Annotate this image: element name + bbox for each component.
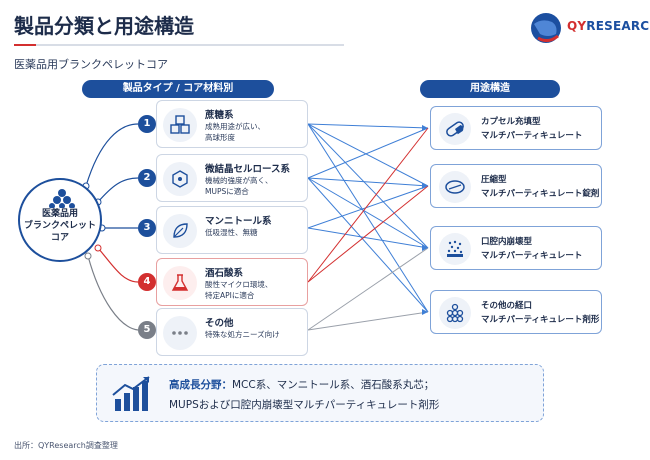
product-type-header: 製品タイプ / コア材料別 [82,80,274,98]
product-card-mcc: 微結晶セルロース系 機械的強度が高く、MUPSに適合 [156,154,308,202]
growth-line-1: 高成長分野：MCC系、マンニトール系、酒石酸系丸芯； [169,377,434,392]
leaf-icon [173,223,188,238]
application-subtitle: マルチパーティキュレート錠剤 [481,189,600,199]
product-number-1: 1 [138,115,156,133]
application-subtitle: マルチパーティキュレート [481,251,583,261]
center-line-2: ブランクペレット [23,221,96,231]
pellet-stack-icon [49,189,75,208]
application-title: カプセル充填型 [481,117,541,127]
logo-wordmark: QYRESEARCH [567,19,650,33]
center-node: 医薬品用 ブランクペレット コア [18,178,102,262]
product-number-3: 3 [138,219,156,237]
product-desc: 機械的強度が高く、MUPSに適合 [205,176,273,196]
growth-text-2: MUPSおよび口腔内崩壊型マルチパーティキュレート剤形 [169,399,440,411]
product-card-other: その他 特殊な処方ニーズ向け [156,308,308,356]
product-desc: 酸性マイクロ環境、特定APIに適合 [205,280,273,300]
application-subtitle: マルチパーティキュレート [481,131,583,141]
product-card-tartaric: 酒石酸系 酸性マイクロ環境、特定APIに適合 [156,258,308,306]
product-card-sucrose: 蔗糖系 成熟用途が広い、高球形度 [156,100,308,148]
product-number-5: 5 [138,321,156,339]
product-name: その他 [205,318,234,329]
growth-chart-icon [112,376,150,411]
product-number-4: 4 [138,273,156,291]
cubes-icon [170,115,190,134]
growth-text-1: MCC系、マンニトール系、酒石酸系丸芯； [232,379,435,391]
title-underline [14,44,344,46]
granules-icon [447,240,463,257]
product-number-2: 2 [138,169,156,187]
application-title: 口腔内崩壊型 [481,237,533,247]
dots-icon [172,331,188,335]
molecule-icon [172,170,188,188]
product-name: 酒石酸系 [205,268,244,279]
center-line-1: 医薬品用 [41,209,78,219]
tablet-icon [445,180,465,194]
application-title: 圧縮型 [481,175,507,185]
application-title: その他の経口 [481,301,533,311]
page-subtitle: 医薬品用ブランクペレットコア [14,58,168,71]
application-card-capsule: カプセル充填型 マルチパーティキュレート [430,106,602,150]
center-line-3: コア [50,233,69,243]
product-name: マンニトール系 [205,216,272,227]
product-desc: 成熟用途が広い、高球形度 [205,122,265,142]
source-note: 出所：QYResearch調査整理 [14,441,118,450]
application-subtitle: マルチパーティキュレート剤形 [481,315,600,325]
capsule-icon [446,121,464,137]
product-name: 微結晶セルロース系 [205,164,291,175]
flask-icon [171,274,189,291]
product-desc: 低吸湿性、無糖 [205,228,258,237]
product-card-mannitol: マンニトール系 低吸湿性、無糖 [156,206,308,254]
product-desc: 特殊な処方ニーズ向け [205,330,280,339]
product-name: 蔗糖系 [205,110,234,121]
application-card-other-oral: その他の経口 マルチパーティキュレート剤形 [430,290,602,334]
page-title: 製品分類と用途構造 [14,14,194,38]
pellets-icon [446,303,464,323]
qyresearch-logo-icon [531,13,561,43]
application-card-tablet: 圧縮型 マルチパーティキュレート錠剤 [430,164,602,208]
growth-area-box: 高成長分野：MCC系、マンニトール系、酒石酸系丸芯； MUPSおよび口腔内崩壊型… [96,364,544,422]
application-header: 用途構造 [420,80,560,98]
application-card-odt: 口腔内崩壊型 マルチパーティキュレート [430,226,602,270]
growth-label: 高成長分野： [169,379,232,391]
